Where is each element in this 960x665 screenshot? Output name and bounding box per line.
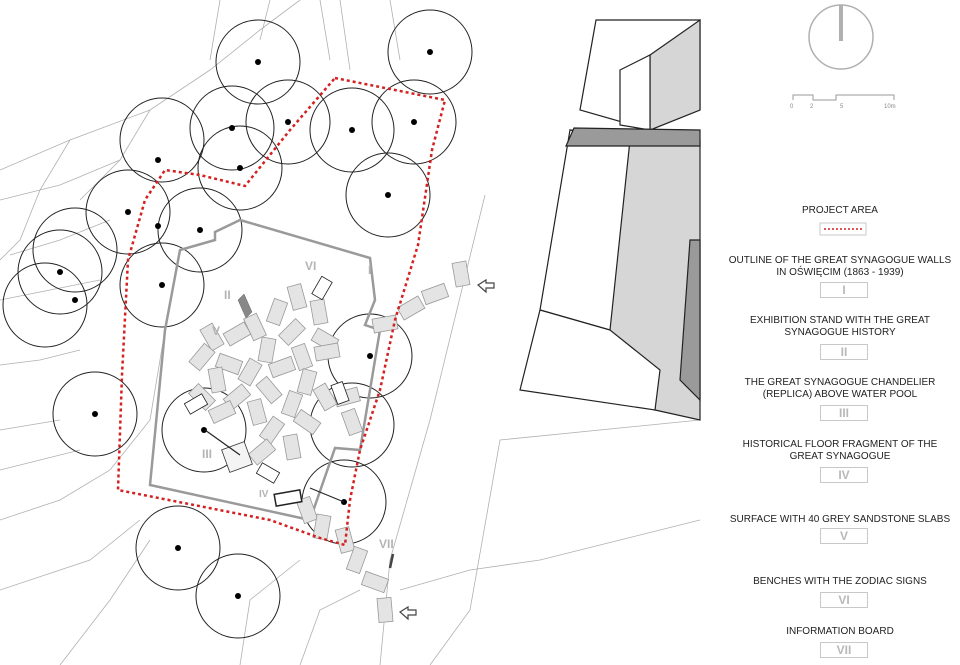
legend-item-code: IV: [820, 467, 868, 483]
scale-tick-2: 2: [810, 104, 814, 110]
legend-item-label: OUTLINE OF THE GREAT SYNAGOGUE WALLS IN …: [728, 255, 952, 278]
buildings: [519, 18, 701, 421]
scale-tick-5: 5: [840, 104, 844, 110]
scale-tick-10m: 10m: [884, 104, 896, 110]
plan-label-III: III: [202, 447, 213, 461]
north-arrow-icon: [808, 4, 874, 70]
legend-item-code: VI: [820, 592, 868, 608]
exhibition-stand: [237, 293, 253, 319]
legend-project-area-label: PROJECT AREA: [802, 205, 878, 216]
plan-label-VII: VII: [379, 537, 394, 551]
plan-label-VI: VI: [305, 259, 317, 273]
zodiac-benches: [183, 275, 350, 484]
sandstone-slabs: [187, 283, 364, 466]
plan-label-IV: IV: [259, 489, 269, 500]
plan-label-V: V: [212, 324, 221, 338]
legend-item-label: THE GREAT SYNAGOGUE CHANDELIER (REPLICA)…: [744, 377, 936, 400]
project-area-legend-box: [819, 222, 867, 236]
trees: [2, 9, 473, 639]
information-board: [388, 553, 395, 569]
plan-label-I: I: [368, 263, 372, 277]
legend-item-label: INFORMATION BOARD: [786, 626, 894, 637]
legend-item-label: HISTORICAL FLOOR FRAGMENT OF THE GREAT S…: [742, 439, 938, 462]
legend-item-code: V: [820, 528, 868, 544]
chandelier-structure: [204, 429, 253, 473]
cadastral-lines: [0, 0, 701, 665]
legend-item-label: SURFACE WITH 40 GREY SANDSTONE SLABS: [729, 514, 951, 525]
entrance-arrow-icon: [398, 278, 495, 621]
plan-label-II: II: [224, 288, 231, 302]
tree-trunks: [57, 49, 433, 599]
legend-item-code: III: [820, 405, 868, 421]
project-area-boundary: [116, 76, 447, 547]
floor-fragment: [273, 488, 303, 508]
synagogue-outline: [148, 218, 382, 522]
legend-item-code: II: [820, 344, 868, 360]
path-slabs: [295, 260, 471, 623]
legend-item-code: VII: [820, 642, 868, 658]
scale-bar: [792, 94, 895, 101]
legend-item-code: I: [820, 282, 868, 298]
legend-item-label: BENCHES WITH THE ZODIAC SIGNS: [753, 576, 927, 587]
legend-item-label: EXHIBITION STAND WITH THE GREAT SYNAGOGU…: [749, 315, 930, 338]
scale-tick-0: 0: [790, 104, 794, 110]
